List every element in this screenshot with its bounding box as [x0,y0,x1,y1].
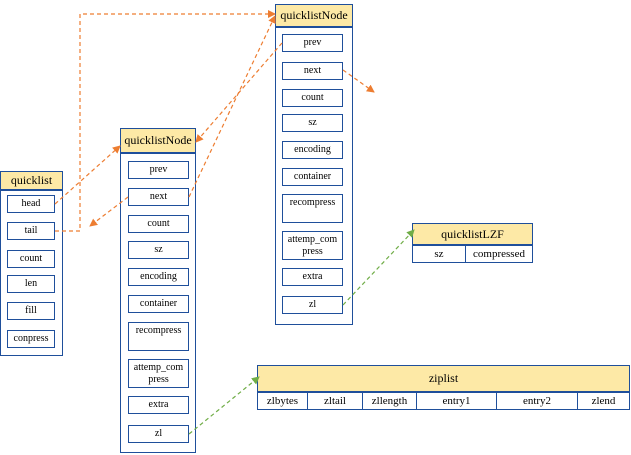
tail-pointer-arrow [55,10,276,232]
quicklist-field-len: len [7,275,55,293]
node-left-field-encoding: encoding [128,268,189,286]
left-next-back-arrow [89,196,129,227]
node-top-field-container: container [282,168,343,186]
top-next-outgoing-arrow [342,69,375,93]
quicklist-field-head: head [7,195,55,213]
node-left-field-recompress: recompress [128,322,189,351]
ziplist-cell-zlend: zlend [577,392,630,410]
lzf-cell-sz: sz [412,245,466,263]
node-left-title: quicklistNode [120,128,196,153]
node-top-field-count: count [282,89,343,107]
quicklist-box [0,190,63,356]
ziplist-title: ziplist [257,365,630,392]
left-next-to-top-node-arrow [188,15,276,198]
node-top-box [275,27,353,325]
quicklist-field-count: count [7,250,55,268]
top-zl-to-lzf-arrow [342,229,415,306]
node-left-field-container: container [128,295,189,313]
node-left-field-count: count [128,215,189,233]
node-top-field-next: next [282,62,343,80]
node-top-field-prev: prev [282,34,343,52]
node-left-field-extra: extra [128,396,189,414]
quicklist-title: quicklist [0,171,63,190]
ziplist-cell-entry1: entry1 [416,392,497,410]
lzf-cell-compressed: compressed [465,245,533,263]
ziplist-cell-zltail: zltail [307,392,363,410]
quicklist-field-fill: fill [7,302,55,320]
quicklist-field-tail: tail [7,222,55,240]
head-pointer-arrow [54,145,121,205]
ziplist-cell-zlbytes: zlbytes [257,392,308,410]
quicklist-field-conpress: conpress [7,330,55,348]
node-left-field-next: next [128,188,189,206]
node-top-field-extra: extra [282,268,343,286]
ziplist-cell-entry2: entry2 [496,392,578,410]
lzf-title: quicklistLZF [412,223,533,245]
node-top-field-sz: sz [282,114,343,132]
node-top-field-encoding: encoding [282,141,343,159]
left-zl-to-ziplist-arrow [188,376,260,435]
node-top-field-recompress: recompress [282,194,343,223]
node-left-field-zl: zl [128,425,189,443]
node-left-field-prev: prev [128,161,189,179]
node-left-field-sz: sz [128,241,189,259]
node-left-box [120,153,196,453]
node-top-field-zl: zl [282,296,343,314]
